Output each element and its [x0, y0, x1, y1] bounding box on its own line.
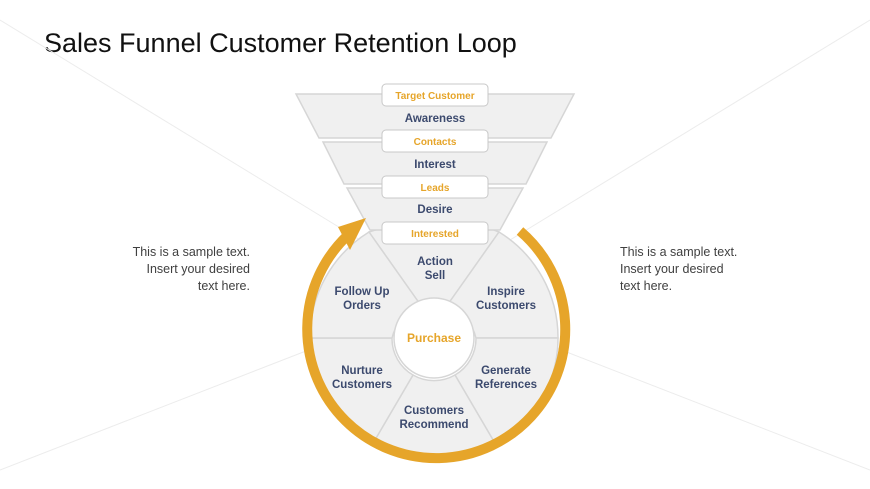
segment-label-inspire-2: Customers	[476, 300, 536, 312]
segment-label-follow-1: Follow Up	[335, 286, 390, 298]
retention-loop-arrow	[302, 218, 571, 464]
segment-label-generate-1: Generate	[481, 365, 531, 377]
loop-arrowhead-icon	[338, 218, 366, 250]
left-sample-text: This is a sample text. Insert your desir…	[70, 244, 250, 295]
pill-label: Leads	[421, 183, 450, 194]
right-text-line-2: Insert your desired	[620, 262, 724, 276]
pill-contacts: Contacts	[381, 129, 489, 153]
funnel-pills: Target Customer Contacts Leads Intereste…	[381, 83, 489, 245]
right-sample-text: This is a sample text. Insert your desir…	[620, 244, 800, 295]
pill-label: Contacts	[414, 137, 457, 148]
right-text-line-3: text here.	[620, 279, 673, 293]
pill-label: Interested	[411, 229, 459, 240]
segment-label-recommend-2: Recommend	[399, 419, 468, 431]
right-text-line-1: This is a sample text.	[620, 245, 738, 259]
segment-label-nurture-2: Customers	[332, 379, 392, 391]
segment-label-action: Action	[417, 256, 453, 268]
stage-label-awareness: Awareness	[405, 113, 466, 125]
segment-label-generate-2: References	[475, 379, 537, 391]
pill-interested: Interested	[381, 221, 489, 245]
loop-arc	[302, 227, 571, 464]
segment-label-follow-2: Orders	[343, 300, 381, 312]
pill-label: Target Customer	[395, 91, 474, 102]
stage-label-desire: Desire	[417, 204, 452, 216]
pill-target-customer: Target Customer	[381, 83, 489, 107]
slide-title: Sales Funnel Customer Retention Loop	[44, 28, 517, 58]
segment-label-nurture-1: Nurture	[341, 365, 383, 377]
left-text-line-1: This is a sample text.	[132, 245, 250, 259]
background-lines	[0, 19, 870, 471]
left-text-line-2: Insert your desired	[146, 262, 250, 276]
left-text-line-3: text here.	[197, 279, 250, 293]
segment-label-inspire-1: Inspire	[487, 286, 525, 298]
center-label: Purchase	[407, 331, 461, 345]
segment-labels: Action Sell Inspire Customers Generate R…	[332, 256, 537, 431]
center-circle	[393, 297, 475, 379]
segment-label-sell: Sell	[425, 270, 445, 282]
segment-label-recommend-1: Customers	[404, 405, 464, 417]
stage-label-interest: Interest	[414, 159, 456, 171]
pill-leads: Leads	[381, 175, 489, 199]
